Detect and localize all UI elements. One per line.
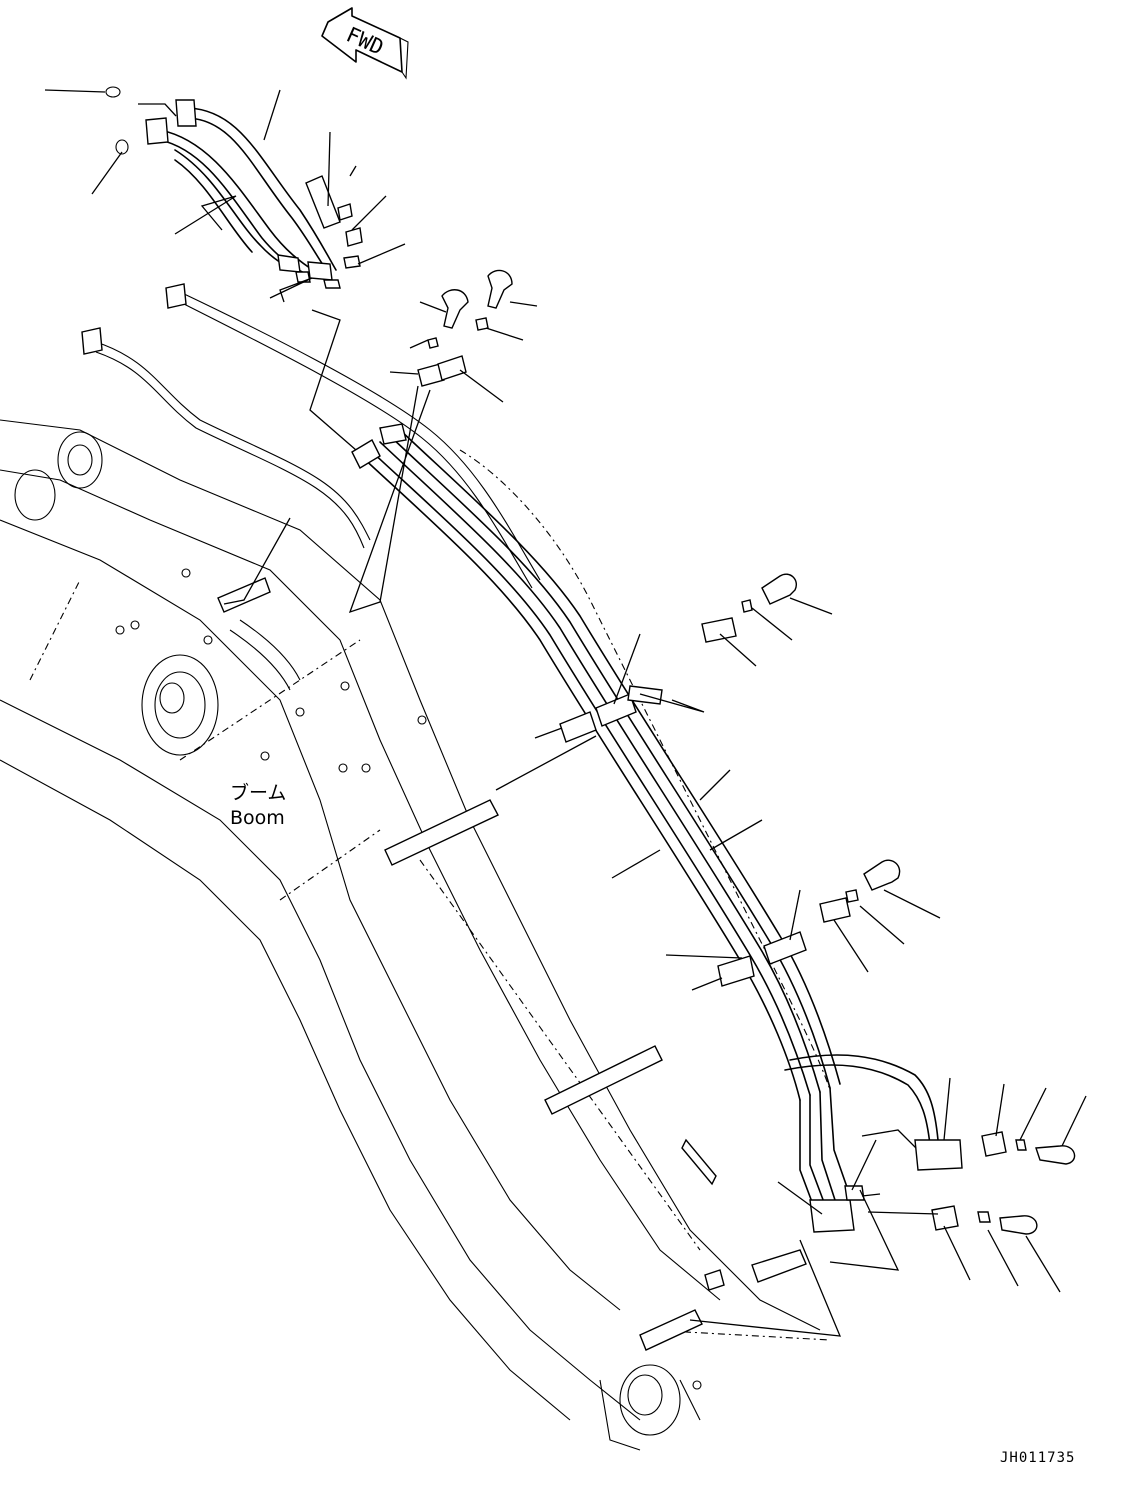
boom-brackets: [217, 577, 807, 1351]
fwd-label: FWD: [343, 22, 387, 59]
bolts: [427, 269, 1076, 1235]
component-label-jp: ブーム: [230, 781, 286, 804]
pipe-clamps: [417, 355, 1007, 1231]
fwd-arrow-icon: FWD: [321, 7, 409, 80]
upper-hoses: [105, 86, 363, 289]
leader-lines: [44, 89, 1087, 1337]
boom-structure: [0, 419, 831, 1451]
component-label-en: Boom: [230, 807, 285, 829]
main-pipes: [351, 423, 963, 1233]
drawing-code: JH011735: [1000, 1450, 1075, 1466]
background-tubes: [81, 283, 831, 1091]
